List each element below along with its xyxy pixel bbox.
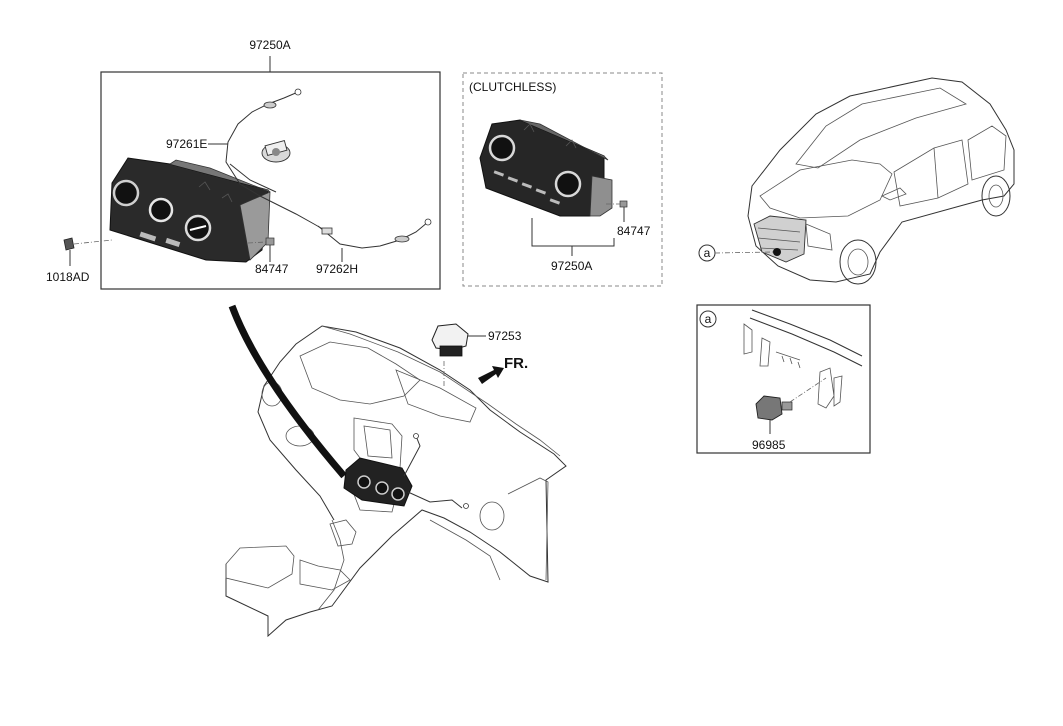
- heater-control-panel: [109, 157, 271, 263]
- front-direction-indicator: FR.: [478, 355, 528, 384]
- clip-right-part: [606, 200, 628, 222]
- clutchless-group: (CLUTCHLESS) 84747 9: [462, 72, 663, 287]
- detail-a-frame: [696, 304, 871, 454]
- clutchless-title: (CLUTCHLESS): [469, 80, 556, 94]
- dashboard-illustration: [225, 325, 567, 638]
- callout-a-vehicle: a: [698, 244, 774, 262]
- sensor-bottom-label: 96985: [752, 438, 786, 452]
- cable-upper-label: 97261E: [166, 137, 207, 151]
- cable-lower-label: 97262H: [316, 262, 358, 276]
- detail-a-group: a 96985: [696, 304, 871, 454]
- clutchless-control-panel: [479, 119, 613, 217]
- main-assembly-group: 97250A: [46, 38, 441, 290]
- clutchless-assembly-label: 97250A: [551, 259, 592, 273]
- center-console: [225, 545, 295, 589]
- sensor-top-label: 97253: [488, 329, 522, 343]
- center-knob: [148, 197, 174, 223]
- clutchless-bracket: [531, 218, 615, 247]
- front-arrow-icon: [478, 366, 504, 384]
- installed-control-panel: [343, 457, 413, 507]
- installed-cables: [403, 435, 463, 509]
- clutchless-left-knob: [488, 134, 516, 162]
- vehicle-illustration: [747, 77, 1015, 285]
- vehicle-grille: [753, 215, 807, 263]
- detail-pointer-arrow: [228, 304, 347, 479]
- bumper-bracket: [743, 309, 863, 409]
- clip-right-label: 84747: [617, 224, 651, 238]
- sun-sensor-part: [431, 323, 486, 357]
- front-arrow-label: FR.: [504, 355, 528, 372]
- ambient-sensor-part: [755, 377, 827, 434]
- sensor-location-marker: [773, 248, 781, 256]
- clip-left-part: [247, 237, 275, 262]
- clutchless-right-knob: [554, 170, 582, 198]
- rear-wheel: [981, 175, 1011, 217]
- callout-a-detail-label: a: [705, 312, 712, 326]
- screw-part: [63, 237, 113, 266]
- clutchless-frame: [462, 72, 663, 287]
- left-knob: [112, 179, 140, 207]
- control-cables: [225, 88, 432, 249]
- screw-label: 1018AD: [46, 270, 90, 284]
- front-wheel: [839, 239, 877, 285]
- right-vent: [479, 501, 505, 531]
- clip-left-label: 84747: [255, 262, 289, 276]
- actuator-part: [261, 140, 291, 163]
- callout-a-vehicle-label: a: [704, 246, 711, 260]
- main-assembly-label: 97250A: [249, 38, 290, 52]
